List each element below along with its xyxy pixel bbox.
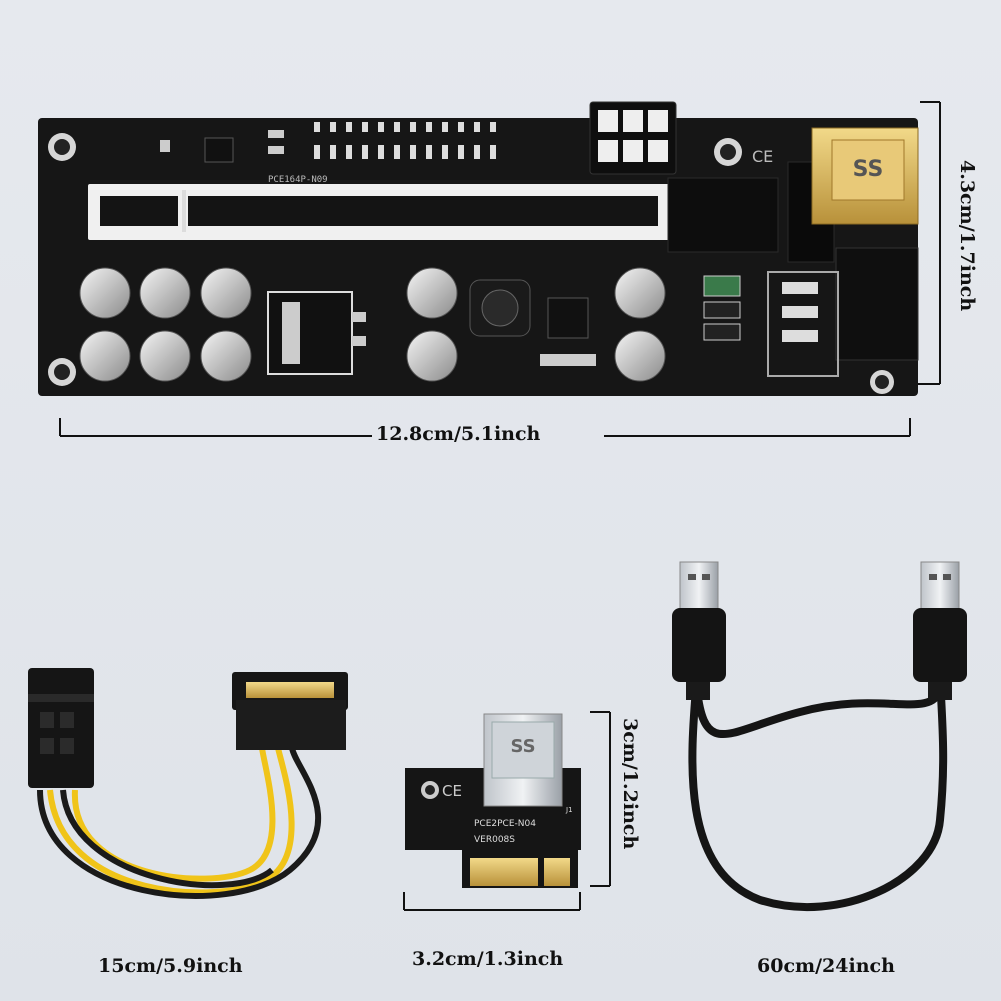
usb3-port: SS [483, 713, 563, 807]
capacitor [200, 330, 252, 382]
dimension-line-riser-width [59, 418, 911, 437]
capacitor [200, 267, 252, 319]
usb-cable-length-label: 60cm/24inch [757, 955, 895, 977]
mounting-hole [870, 370, 894, 394]
six-pin-plug [28, 668, 94, 788]
capacitor [406, 330, 458, 382]
adapter-ce-mark: CE [442, 782, 462, 800]
adapter-usb-logo: SS [510, 736, 535, 757]
usb-cable [672, 561, 967, 912]
riser-height-label: 4.3cm/1.7inch [956, 160, 978, 312]
six-pin-connector [589, 101, 677, 175]
riser-width-label: 12.8cm/5.1inch [376, 423, 541, 445]
usb3-port: SS [811, 127, 919, 225]
power-header [767, 247, 919, 377]
chip [160, 130, 284, 163]
power-cable [28, 668, 348, 899]
capacitor [79, 267, 131, 319]
led-row [314, 122, 496, 159]
ce-mark: CE [752, 147, 773, 166]
mounting-hole [48, 133, 76, 161]
riser-model-label: PCE164P-N09 [268, 175, 328, 185]
sata-plug [232, 672, 348, 750]
mounting-hole [714, 138, 742, 166]
capacitor [139, 330, 191, 382]
adapter-board: SS CE PCE2PCE-N04 VER008S J1 [405, 713, 581, 888]
capacitor [614, 267, 666, 319]
riser-board: PCE164P-N09 SS CE [38, 101, 919, 396]
voltage-regulator [267, 291, 366, 375]
adapter-height-label: 3cm/1.2inch [619, 718, 641, 850]
inductor [469, 279, 531, 337]
power-cable-length-label: 15cm/5.9inch [98, 955, 243, 977]
adapter-model-label: PCE2PCE-N04 [474, 819, 536, 829]
pcie-x16-slot [88, 184, 670, 240]
dimension-line-adapter-width [403, 892, 581, 911]
capacitor [406, 267, 458, 319]
controller-chip [540, 297, 596, 366]
mounting-hole [421, 781, 439, 799]
capacitor [139, 267, 191, 319]
fuse-component [703, 275, 741, 341]
usb-plug-right [913, 561, 967, 700]
dimension-line-adapter-height [590, 711, 611, 887]
usb-plug-left [672, 561, 726, 700]
dimension-line-riser-height [918, 101, 941, 385]
capacitor-group [79, 267, 666, 382]
adapter-width-label: 3.2cm/1.3inch [412, 948, 564, 970]
usb-ss-logo: SS [853, 157, 884, 182]
capacitor [614, 330, 666, 382]
capacitor [79, 330, 131, 382]
slot-latch [667, 161, 835, 263]
mounting-hole [48, 358, 76, 386]
adapter-connector-label: J1 [565, 806, 573, 814]
adapter-version-label: VER008S [474, 835, 515, 845]
